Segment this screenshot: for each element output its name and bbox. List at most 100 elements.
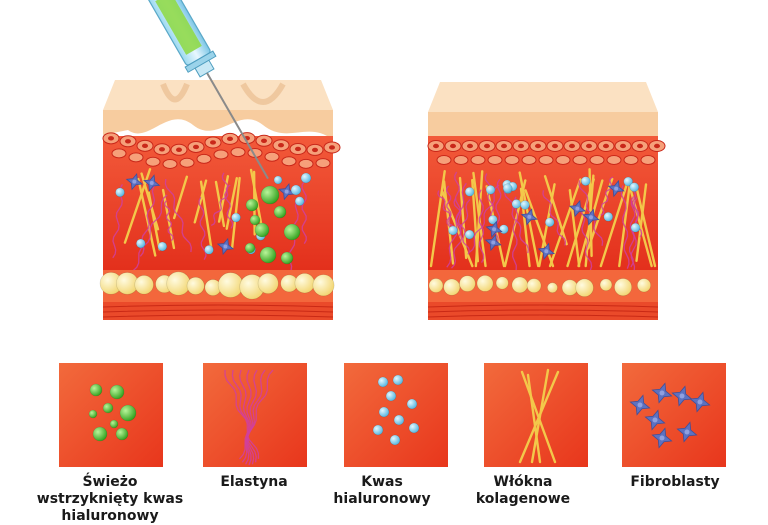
hyaluronic-acid [300, 172, 312, 184]
tissue-stripe [102, 304, 334, 308]
collagen-fiber [137, 177, 157, 257]
collagen-fiber [543, 175, 568, 246]
cell-nucleus [620, 143, 626, 149]
fat-cell [547, 282, 558, 294]
collagen-fiber [199, 180, 213, 250]
fat-cell [599, 278, 613, 292]
fresh-hyaluronic-acid [273, 205, 287, 219]
basal-cell [504, 155, 520, 165]
basal-cell [128, 152, 144, 163]
legend-ha-ball [389, 434, 401, 446]
syringe-needle [206, 72, 269, 180]
elastin-fiber [468, 184, 500, 253]
elastin-fiber [437, 190, 457, 233]
hyaluronic-acid [273, 175, 283, 185]
hyaluronic-acid [290, 184, 302, 196]
epidermis-layer [428, 112, 658, 138]
hyaluronic-acid [204, 244, 214, 255]
legend-fresh-ha-ball [115, 427, 129, 441]
cell-nucleus [159, 147, 165, 152]
collagen-fiber [429, 169, 446, 268]
elastin-fiber [301, 181, 307, 245]
elastin-fiber [446, 185, 452, 235]
basal-cell [470, 155, 486, 165]
legend-box-fibroblast [622, 363, 726, 467]
tissue-stripe [427, 309, 659, 313]
elastin-fiber [454, 171, 462, 237]
fat-cell [166, 271, 191, 296]
legend-fresh-ha-ball [102, 402, 114, 414]
elastin-fiber [446, 182, 467, 268]
basal-cell [623, 155, 639, 165]
hyaluronic-acid [603, 212, 614, 222]
legend-elastin-fiber [231, 369, 257, 463]
legend-fibroblast [644, 409, 666, 431]
hyaluronic-acid [629, 182, 640, 192]
fibroblast [485, 220, 503, 238]
basal-cell [538, 155, 554, 165]
elastin-fiber [132, 194, 168, 272]
fat-cell [257, 273, 279, 294]
basal-cell [264, 151, 280, 162]
hyaluronic-acid [157, 241, 168, 252]
fat-cell [217, 272, 244, 298]
legend-label-elastin: Elastyna [220, 474, 288, 490]
syringe-liquid [155, 0, 202, 55]
epidermis-layer [103, 110, 333, 140]
basal-cell [453, 155, 469, 165]
collagen-fiber [635, 183, 648, 263]
cell-nucleus [569, 143, 575, 149]
basal-cell [179, 157, 195, 168]
legend-fresh-ha-ball [92, 426, 108, 442]
legend-box-collagen [484, 363, 588, 467]
wrinkle [160, 82, 190, 103]
cell-nucleus [210, 140, 216, 145]
basal-cell [162, 158, 178, 169]
legend-elastin-fiber [239, 369, 274, 460]
collagen-fiber [566, 178, 595, 268]
fat-cell [476, 275, 494, 292]
fat-cell [186, 276, 205, 295]
wrinkle [240, 82, 286, 105]
fibroblast [582, 208, 600, 226]
cell-nucleus [535, 143, 541, 149]
cell-nucleus [329, 145, 335, 150]
legend-fibroblast [651, 427, 673, 449]
legend-boxes [59, 363, 726, 467]
legend-fibroblast [676, 421, 698, 443]
legend-collagen-fiber [526, 373, 542, 464]
hyaluronic-acid [464, 186, 475, 197]
cell-nucleus [227, 136, 233, 142]
fat-cell [614, 278, 633, 297]
legend-label-hyaluronic-acid: Kwas hialuronowy [333, 474, 431, 507]
fat-cell [561, 279, 578, 296]
basal-cell [521, 155, 537, 165]
basal-cell [606, 155, 622, 165]
basal-cell [589, 155, 605, 165]
fat-cell [459, 275, 476, 292]
hyaluronic-acid [448, 225, 458, 236]
basal-cell [640, 155, 656, 165]
hyaluronic-acid [115, 187, 125, 198]
legend-ha-ball [385, 390, 397, 402]
hyaluronic-acid [488, 214, 498, 225]
fresh-hyaluronic-acid [283, 223, 301, 241]
cell-nucleus [295, 146, 301, 152]
hyaluronic-acid [135, 238, 146, 249]
cell-nucleus [261, 138, 267, 143]
fat-cell [443, 278, 461, 296]
tissue-stripe [427, 304, 659, 308]
legend-fresh-ha-ball [88, 409, 98, 419]
hyaluronic-acid [499, 224, 509, 235]
collagen-fiber [230, 176, 241, 250]
basal-cell [298, 158, 314, 169]
hyaluronic-acid [231, 212, 241, 223]
fibroblast [537, 242, 555, 260]
collagen-fiber [225, 177, 238, 230]
elastin-fiber [600, 176, 614, 216]
elastin-fiber [221, 172, 234, 229]
fresh-hyaluronic-acid [249, 214, 261, 226]
fibroblast [143, 174, 161, 192]
elastin-fiber [512, 196, 519, 275]
legend-label-fresh-ha: Świeżo wstrzyknięty kwas hialuronowy [36, 474, 184, 524]
